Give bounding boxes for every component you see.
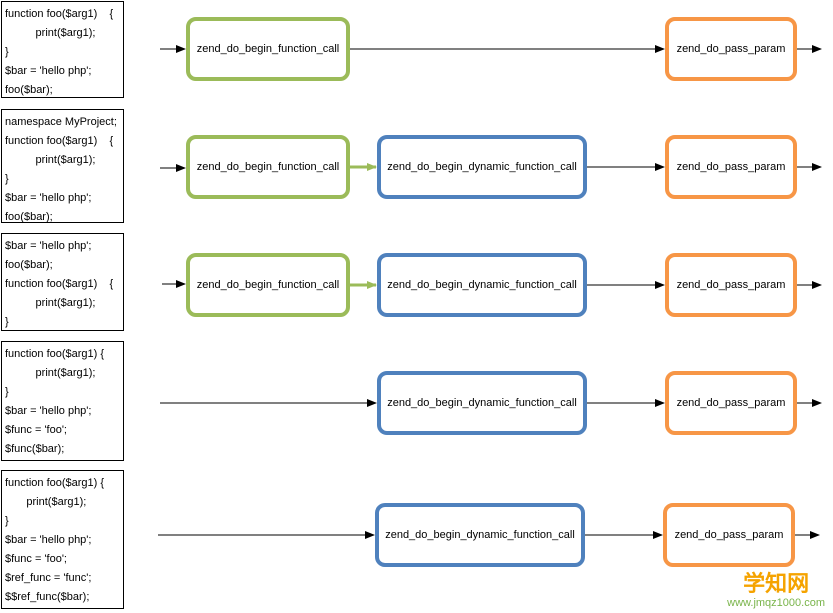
node-label: zend_do_pass_param xyxy=(676,161,786,173)
node-pass-param: zend_do_pass_param xyxy=(665,135,797,199)
code-line: } xyxy=(5,386,9,398)
code-box-2: namespace MyProject; function foo($arg1)… xyxy=(1,109,124,223)
node-pass-param: zend_do_pass_param xyxy=(665,253,797,317)
code-box-3: $bar = 'hello php'; foo($bar); function … xyxy=(1,233,124,331)
code-line: print($arg1); xyxy=(5,297,96,309)
code-line: foo($bar); xyxy=(5,259,53,271)
node-label: zend_do_begin_function_call xyxy=(196,279,340,291)
code-line: $func($bar); xyxy=(5,443,65,455)
code-line: namespace MyProject; xyxy=(5,116,117,128)
code-line: print($arg1); xyxy=(5,367,96,379)
code-line: $bar = 'hello php'; xyxy=(5,65,92,77)
code-line: function foo($arg1) { xyxy=(5,348,105,360)
code-line: } xyxy=(5,316,9,328)
node-pass-param: zend_do_pass_param xyxy=(665,17,797,81)
node-label: zend_do_pass_param xyxy=(674,529,784,541)
node-begin-dynamic-function-call: zend_do_begin_dynamic_function_call xyxy=(377,253,587,317)
code-line: foo($bar); xyxy=(5,211,53,223)
code-line: $bar = 'hello php'; xyxy=(5,534,92,546)
node-label: zend_do_begin_dynamic_function_call xyxy=(385,529,575,541)
code-line: print($arg1); xyxy=(5,27,96,39)
code-line: foo($bar); xyxy=(5,84,53,96)
watermark-url: www.jmqz1000.com xyxy=(727,597,825,609)
code-box-1: function foo($arg1) { print($arg1); } $b… xyxy=(1,1,124,98)
code-line: $bar = 'hello php'; xyxy=(5,240,92,252)
code-line: function foo($arg1) { xyxy=(5,135,114,147)
node-pass-param: zend_do_pass_param xyxy=(665,371,797,435)
node-label: zend_do_begin_function_call xyxy=(196,161,340,173)
code-line: print($arg1); xyxy=(5,496,87,508)
watermark: 学知网 www.jmqz1000.com xyxy=(727,572,825,610)
code-box-4: function foo($arg1) { print($arg1); } $b… xyxy=(1,341,124,461)
code-line: } xyxy=(5,46,9,58)
watermark-brand: 学知网 xyxy=(743,572,810,597)
node-begin-function-call: zend_do_begin_function_call xyxy=(186,253,350,317)
code-line: $func = 'foo'; xyxy=(5,553,67,565)
node-label: zend_do_begin_function_call xyxy=(196,43,340,55)
node-label: zend_do_begin_dynamic_function_call xyxy=(387,397,577,409)
node-label: zend_do_pass_param xyxy=(676,43,786,55)
code-line: $bar = 'hello php'; xyxy=(5,405,92,417)
node-begin-function-call: zend_do_begin_function_call xyxy=(186,135,350,199)
code-box-5: function foo($arg1) { print($arg1); } $b… xyxy=(1,470,124,609)
code-line: function foo($arg1) { xyxy=(5,477,105,489)
node-label: zend_do_pass_param xyxy=(676,279,786,291)
node-begin-dynamic-function-call: zend_do_begin_dynamic_function_call xyxy=(377,135,587,199)
code-line: $bar = 'hello php'; xyxy=(5,192,92,204)
code-line: function foo($arg1) { xyxy=(5,278,114,290)
code-line: } xyxy=(5,173,9,185)
node-begin-dynamic-function-call: zend_do_begin_dynamic_function_call xyxy=(377,371,587,435)
code-line: $ref_func = 'func'; xyxy=(5,572,92,584)
code-line: function foo($arg1) { xyxy=(5,8,114,20)
node-begin-function-call: zend_do_begin_function_call xyxy=(186,17,350,81)
code-line: } xyxy=(5,515,9,527)
code-line: print($arg1); xyxy=(5,154,96,166)
node-label: zend_do_begin_dynamic_function_call xyxy=(387,279,577,291)
node-begin-dynamic-function-call: zend_do_begin_dynamic_function_call xyxy=(375,503,585,567)
code-line: $$ref_func($bar); xyxy=(5,591,90,603)
node-label: zend_do_begin_dynamic_function_call xyxy=(387,161,577,173)
code-line: $func = 'foo'; xyxy=(5,424,67,436)
node-pass-param: zend_do_pass_param xyxy=(663,503,795,567)
node-label: zend_do_pass_param xyxy=(676,397,786,409)
